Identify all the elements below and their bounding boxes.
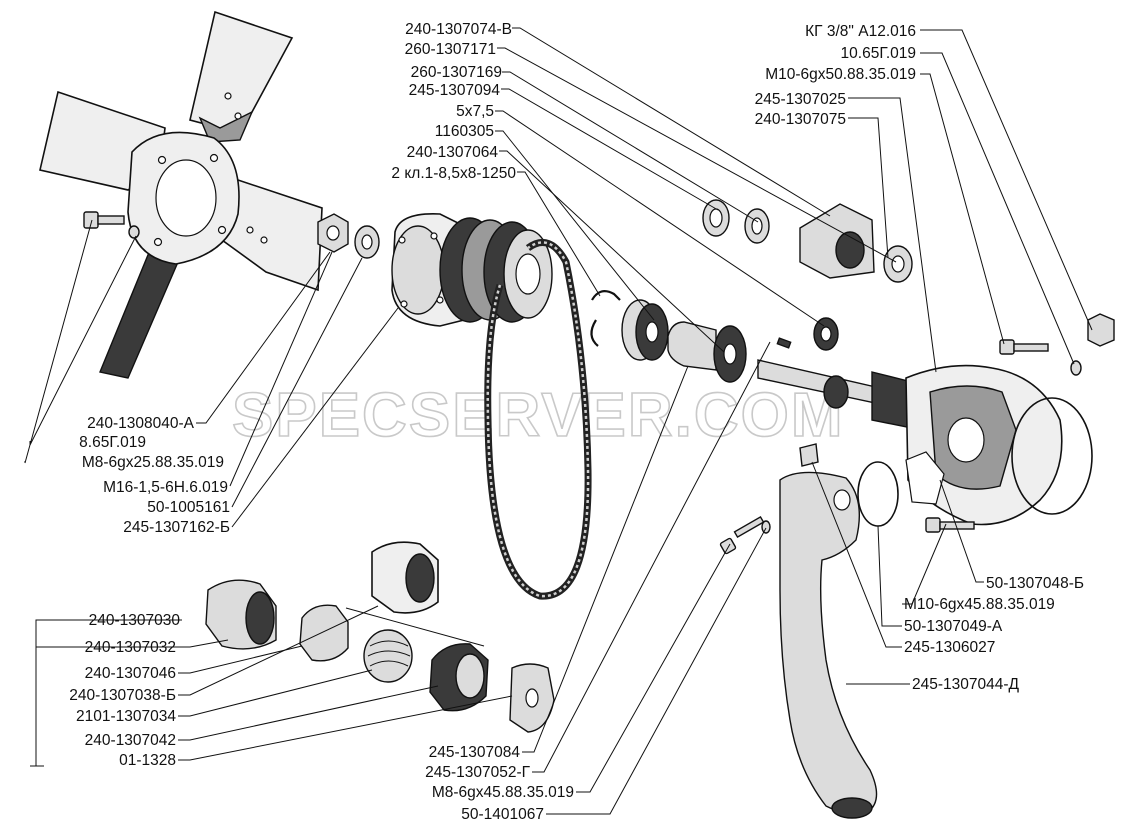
label-m8-45: М8-6gх45.88.35.019 [432, 784, 574, 801]
fan-blade-bottom [99, 249, 179, 379]
label-m10-50: М10-6gх50.88.35.019 [765, 66, 916, 83]
shaft-key [776, 337, 792, 349]
label-m10-45: М10-6gх45.88.35.019 [904, 596, 1055, 613]
seal-sleeve [299, 604, 349, 662]
label-50-1307049-a: 50-1307049-А [904, 618, 1003, 635]
callout-labels: 240-1307074-В 260-1307171 260-1307169 24… [69, 21, 1084, 823]
impeller-parts [702, 199, 913, 351]
seal-spring [363, 629, 413, 683]
lock-washer [128, 225, 140, 239]
inlet-pipe-body [779, 471, 878, 815]
label-2101-1307034: 2101-1307034 [76, 708, 176, 725]
inlet-flange [905, 451, 945, 505]
label-m8-25: М8-6gх25.88.35.019 [82, 454, 224, 471]
label-belt: 2 кл.1-8,5х8-1250 [391, 165, 516, 182]
label-240-1307046: 240-1307046 [85, 665, 176, 682]
label-245-1307025: 245-1307025 [755, 91, 846, 108]
inlet-gasket [857, 461, 899, 527]
label-240-1307030: 240-1307030 [89, 612, 181, 629]
drain-plug [1087, 313, 1115, 347]
housing-fasteners [857, 313, 1115, 533]
label-10-65g-019: 10.65Г.019 [841, 45, 916, 62]
label-245-1307052-g: 245-1307052-Г [425, 764, 531, 781]
label-8-65g-019: 8.65Г.019 [79, 434, 146, 451]
label-260-1307169: 260-1307169 [411, 64, 502, 81]
label-245-1307162-b: 245-1307162-Б [123, 519, 230, 536]
fan-blade-top [189, 10, 294, 130]
label-240-1307032: 240-1307032 [85, 639, 176, 656]
label-245-1306027: 245-1306027 [904, 639, 995, 656]
label-240-1307074-v: 240-1307074-В [405, 21, 512, 38]
label-240-1307064: 240-1307064 [407, 144, 499, 161]
inlet-pipe [719, 443, 878, 819]
pump-shaft-and-housing [757, 359, 1093, 526]
housing-gasket [1011, 397, 1093, 515]
hub-and-pulley [391, 213, 553, 327]
label-5x7-5: 5х7,5 [456, 103, 494, 120]
circlip [590, 289, 621, 347]
fan-fasteners [83, 211, 380, 259]
label-240-1307038-b: 240-1307038-Б [69, 687, 176, 704]
label-240-1307075: 240-1307075 [755, 111, 846, 128]
v-belt [484, 238, 592, 600]
seal-kit [205, 541, 555, 733]
bolt-shank [97, 215, 125, 225]
fan-assembly [39, 10, 323, 379]
label-01-1328: 01-1328 [119, 752, 176, 769]
label-m16-nut: М16-1,5-6Н.6.019 [103, 479, 228, 496]
label-240-1308040-a: 240-1308040-А [87, 415, 195, 432]
grease-fitting [799, 443, 819, 467]
label-50-1401067: 50-1401067 [461, 806, 544, 823]
label-240-1307042: 240-1307042 [85, 732, 176, 749]
label-245-1307094: 245-1307094 [409, 82, 501, 99]
bearing-spacer [667, 321, 717, 371]
label-50-1307048-b: 50-1307048-Б [986, 575, 1084, 592]
label-260-1307171: 260-1307171 [405, 41, 496, 58]
label-kg-plug: КГ 3/8" А12.016 [805, 23, 916, 40]
leader-lines [24, 27, 1093, 815]
fan-hub-hole [155, 159, 217, 237]
shaft-seal-ring [823, 375, 849, 409]
label-1160305: 1160305 [435, 123, 494, 140]
bolt-head [83, 211, 99, 229]
inlet-pipe-end [831, 797, 873, 819]
label-50-1005161: 50-1005161 [147, 499, 230, 516]
label-245-1307044-d: 245-1307044-Д [912, 676, 1020, 693]
watermark: SPECSERVER.COM [232, 381, 845, 450]
label-245-1307084: 245-1307084 [429, 744, 521, 761]
